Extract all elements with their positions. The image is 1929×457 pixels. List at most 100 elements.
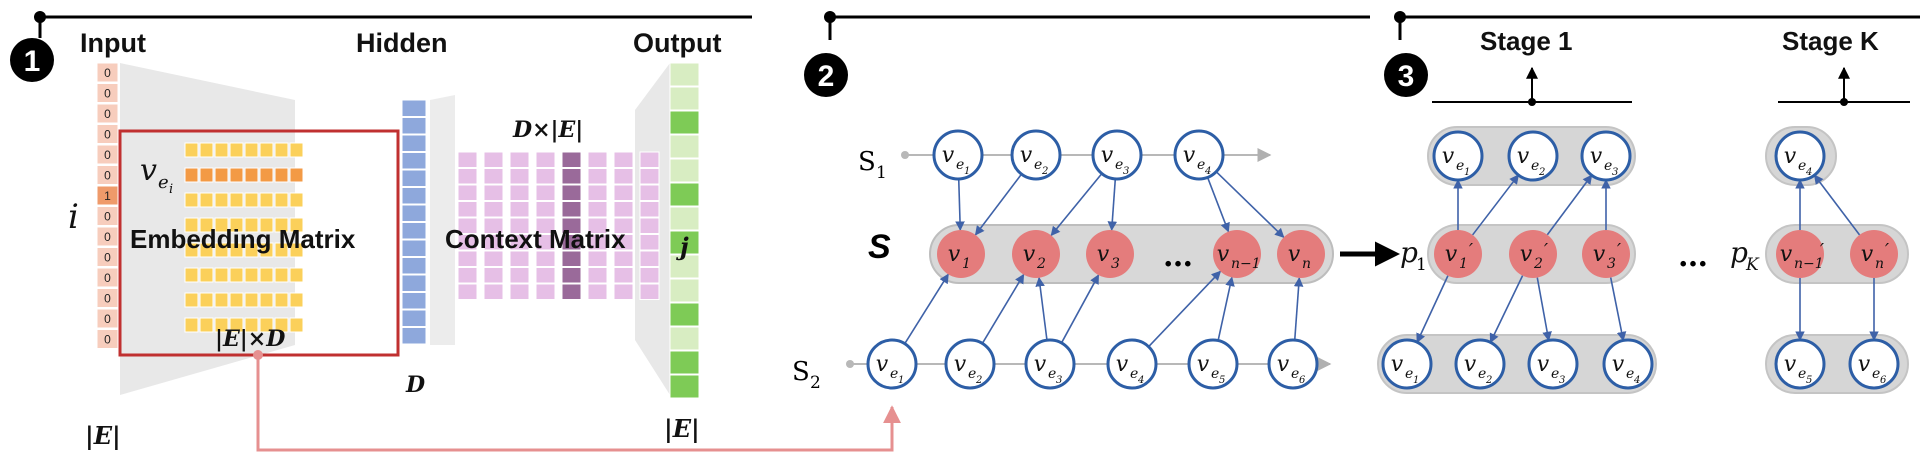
input-cell-value: 0 xyxy=(104,128,111,142)
embedding-cell xyxy=(199,242,214,258)
hidden-cell xyxy=(401,99,427,117)
embedding-cell xyxy=(244,242,259,258)
s-node-sub: n xyxy=(1302,256,1311,272)
context-cell xyxy=(483,168,504,185)
s2-node-sub: e xyxy=(1130,366,1138,382)
sequence-s1-label: S 1 xyxy=(858,147,887,183)
context-cell xyxy=(457,151,478,168)
context-cell xyxy=(561,168,582,185)
output-cell xyxy=(669,374,700,399)
s-node-circle xyxy=(1012,230,1060,278)
edge-arrow xyxy=(981,273,1025,344)
input-cell-value: 0 xyxy=(104,66,111,80)
context-cell xyxy=(561,151,582,168)
s2-node-sub: e xyxy=(890,366,898,382)
edge-arrow xyxy=(1546,174,1593,236)
panel-stages: 3 Stage 1 Stage K p 1 p K … xyxy=(1377,26,1910,394)
hidden-cell xyxy=(401,222,427,240)
stage1-top-node-circle xyxy=(1580,130,1632,182)
stage-1-label: Stage 1 xyxy=(1480,26,1573,56)
embedding-cell xyxy=(289,142,304,158)
input-cell xyxy=(96,144,119,165)
context-cell xyxy=(587,234,608,251)
input-cell xyxy=(96,83,119,103)
edge-arrow xyxy=(1060,274,1100,344)
output-layer-label: Output xyxy=(633,28,721,58)
context-cell xyxy=(535,250,556,267)
embedding-cell xyxy=(259,167,274,183)
stagek-top-node-sub: e xyxy=(1798,158,1806,174)
hidden-cell xyxy=(401,152,427,170)
input-cell xyxy=(96,308,119,329)
hidden-cell xyxy=(401,239,427,257)
context-cell xyxy=(509,201,530,218)
stage-1-bracket xyxy=(1432,66,1632,106)
edge-arrow xyxy=(1416,275,1449,344)
embedding-cell xyxy=(199,142,214,158)
section-rules xyxy=(34,11,1920,40)
input-cell xyxy=(96,247,119,267)
step-badge-2-label: 2 xyxy=(818,60,835,93)
stage1-mid-node-label: v xyxy=(1593,242,1606,267)
context-cell xyxy=(639,151,660,168)
s2-node-sub: e xyxy=(968,366,976,382)
input-layer-label: Input xyxy=(80,28,146,58)
embedding-cell xyxy=(289,317,304,333)
context-cell xyxy=(587,250,608,267)
context-cell xyxy=(457,250,478,267)
context-matrix-label: Context Matrix xyxy=(445,224,626,254)
input-cell xyxy=(96,267,119,288)
embedding-cell xyxy=(184,317,199,333)
context-cell xyxy=(613,234,634,251)
edge-arrow xyxy=(904,273,949,345)
embedding-cell xyxy=(274,317,289,333)
stagek-bot-node-circle xyxy=(1848,338,1900,390)
s1-node-sub: e xyxy=(1197,157,1205,173)
context-cell xyxy=(587,168,608,185)
svg-text:S: S xyxy=(792,357,810,387)
stage1-mid-node-sub: 2 xyxy=(1533,256,1543,272)
hidden-vector xyxy=(401,99,427,345)
s2-node-sub: e xyxy=(1211,366,1219,382)
output-cell xyxy=(669,302,700,327)
stage1-top-node-sub: e xyxy=(1531,158,1539,174)
edge-arrow xyxy=(1217,276,1235,341)
context-cell xyxy=(639,250,660,267)
embedding-cell xyxy=(184,167,199,183)
embedding-cell xyxy=(184,217,199,233)
stage1-top-node-sub: e xyxy=(1456,158,1464,174)
context-cell xyxy=(587,267,608,284)
stage1-bot-node-circle xyxy=(1527,338,1579,390)
stage1-top-node-subsub: 2 xyxy=(1538,167,1545,178)
context-cell xyxy=(639,283,660,300)
input-cell xyxy=(96,62,119,83)
embedding-cell xyxy=(229,217,244,233)
s-node-label: v xyxy=(1023,242,1036,267)
input-cell-value: 0 xyxy=(104,87,111,101)
step-badge-3-label: 3 xyxy=(1398,60,1415,93)
output-cell xyxy=(669,278,700,303)
s1-node-label: v xyxy=(1020,143,1033,168)
input-cell-value: 0 xyxy=(104,148,111,162)
context-cell xyxy=(483,151,504,168)
s-node-sub: 1 xyxy=(962,256,971,272)
context-cell xyxy=(483,234,504,251)
input-cell xyxy=(96,165,119,185)
input-cell xyxy=(96,124,119,144)
embedding-cell xyxy=(259,192,274,208)
svg-text:K: K xyxy=(1745,255,1760,275)
embedding-lookup-link-origin xyxy=(253,350,263,360)
embedding-cell xyxy=(184,242,199,258)
embedding-cell xyxy=(274,142,289,158)
svg-text:e: e xyxy=(158,172,169,193)
context-cell xyxy=(561,234,582,251)
s1-node-sub: e xyxy=(1115,157,1123,173)
stage1-bot-node-label: v xyxy=(1464,352,1477,377)
